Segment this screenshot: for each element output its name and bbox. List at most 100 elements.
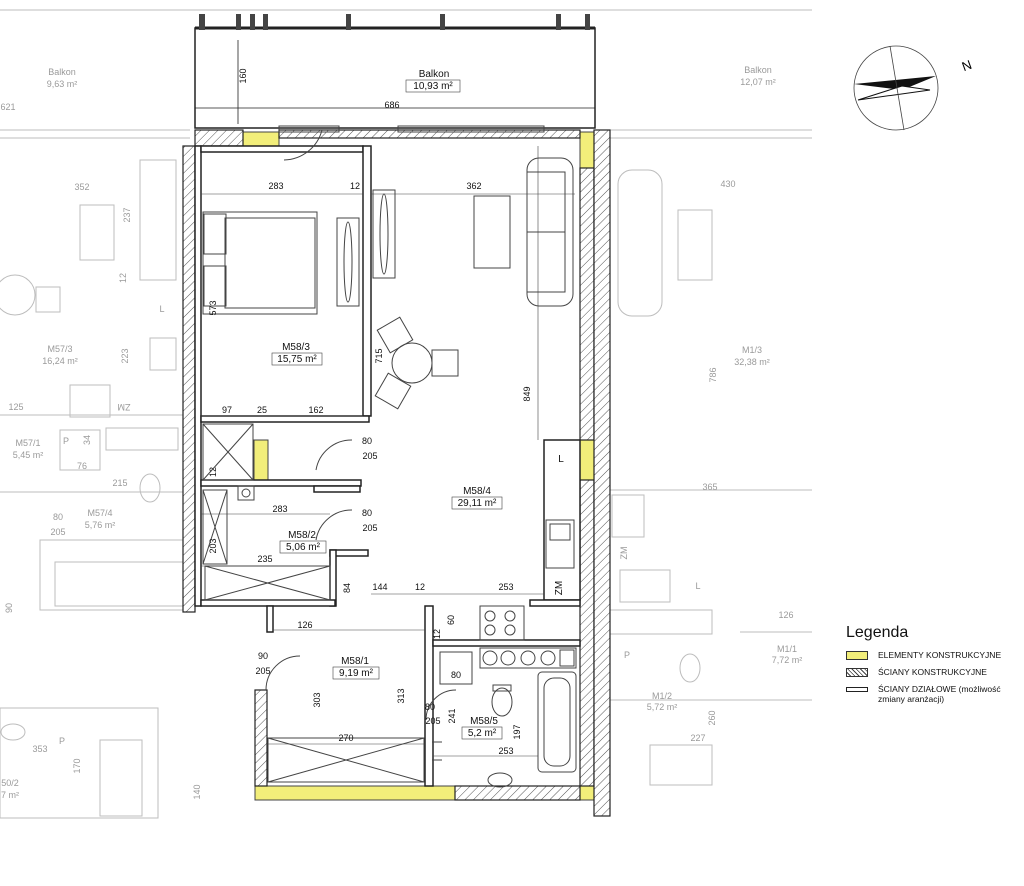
furniture	[202, 125, 577, 788]
svg-text:34: 34	[82, 435, 92, 445]
svg-text:5,2 m²: 5,2 m²	[468, 728, 497, 739]
bed	[202, 211, 318, 315]
bathtub	[537, 671, 577, 773]
svg-text:7,72 m²: 7,72 m²	[772, 655, 803, 665]
svg-text:270: 270	[338, 733, 353, 743]
svg-text:84: 84	[342, 583, 352, 593]
compass-icon	[853, 45, 939, 131]
svg-text:237: 237	[122, 207, 132, 222]
legend-label: ŚCIANY DZIAŁOWE (możliwość zmiany aranża…	[878, 684, 1001, 704]
svg-text:686: 686	[384, 100, 399, 110]
svg-text:M58/1: M58/1	[341, 656, 369, 667]
legend: Legenda ELEMENTY KONSTRUKCYJNE ŚCIANY KO…	[846, 624, 1024, 711]
svg-text:140: 140	[192, 784, 202, 799]
svg-text:12,07 m²: 12,07 m²	[740, 77, 776, 87]
svg-text:16,24 m²: 16,24 m²	[42, 356, 78, 366]
svg-text:10,93 m²: 10,93 m²	[413, 81, 453, 92]
svg-text:P: P	[59, 736, 65, 746]
fridge-label: L	[558, 454, 564, 465]
svg-text:283: 283	[272, 504, 287, 514]
sink	[487, 772, 513, 788]
svg-text:L: L	[695, 581, 700, 591]
svg-text:573: 573	[208, 300, 218, 315]
svg-text:126: 126	[297, 620, 312, 630]
svg-text:283: 283	[268, 181, 283, 191]
svg-text:ZM: ZM	[118, 402, 131, 412]
svg-text:126: 126	[778, 610, 793, 620]
svg-text:12: 12	[432, 629, 442, 639]
svg-text:203: 203	[208, 538, 218, 553]
svg-text:80: 80	[362, 436, 372, 446]
dining-table	[391, 342, 433, 384]
svg-text:430: 430	[720, 179, 735, 189]
svg-text:5,06 m²: 5,06 m²	[286, 542, 321, 553]
svg-text:260: 260	[707, 710, 717, 725]
legend-item-partition: ŚCIANY DZIAŁOWE (możliwość zmiany aranża…	[846, 684, 1024, 704]
svg-text:205: 205	[362, 523, 377, 533]
svg-text:365: 365	[702, 482, 717, 492]
svg-text:352: 352	[74, 182, 89, 192]
svg-text:L: L	[159, 304, 164, 314]
boiler-label: ZM	[554, 581, 565, 595]
washing-machine	[439, 651, 473, 685]
svg-text:15,75 m²: 15,75 m²	[277, 354, 317, 365]
dimension-lines	[201, 146, 575, 757]
svg-text:715: 715	[374, 348, 384, 363]
svg-text:205: 205	[50, 527, 65, 537]
svg-text:M1/3: M1/3	[742, 345, 762, 355]
svg-text:160: 160	[238, 68, 248, 83]
svg-text:786: 786	[708, 367, 718, 382]
svg-text:12: 12	[208, 467, 218, 477]
svg-text:241: 241	[447, 708, 457, 723]
svg-text:621: 621	[0, 102, 15, 112]
svg-text:5,76 m²: 5,76 m²	[85, 520, 116, 530]
load-bearing-walls	[182, 129, 611, 817]
svg-text:P: P	[624, 650, 630, 660]
legend-label: ELEMENTY KONSTRUKCYJNE	[878, 650, 1002, 660]
svg-text:80: 80	[362, 508, 372, 518]
svg-text:M57/1: M57/1	[15, 438, 40, 448]
hatched-swatch	[846, 668, 868, 677]
svg-text:205: 205	[255, 666, 270, 676]
partition-swatch	[846, 687, 868, 692]
svg-text:144: 144	[372, 582, 387, 592]
svg-text:9,19 m²: 9,19 m²	[339, 668, 374, 679]
svg-text:60: 60	[446, 615, 456, 625]
room-labels: M58/3 15,75 m² M58/4 29,11 m² M58/2 5,06…	[271, 69, 565, 740]
svg-text:90: 90	[258, 651, 268, 661]
svg-text:215: 215	[112, 478, 127, 488]
svg-text:125: 125	[8, 402, 23, 412]
svg-text:M58/3: M58/3	[282, 342, 310, 353]
svg-text:170: 170	[72, 758, 82, 773]
svg-text:205: 205	[362, 451, 377, 461]
svg-text:9,63 m²: 9,63 m²	[47, 79, 78, 89]
svg-text:M58/4: M58/4	[463, 486, 491, 497]
svg-text:80: 80	[425, 702, 435, 712]
dimension-texts: 686 160 283 12 362 573 97 25 162 849 715…	[208, 68, 532, 756]
room-m58-5: M58/5 5,2 m²	[461, 716, 503, 740]
legend-label: ŚCIANY KONSTRUKCYJNE	[878, 667, 987, 677]
svg-text:253: 253	[498, 746, 513, 756]
svg-text:353: 353	[32, 744, 47, 754]
svg-text:227: 227	[690, 733, 705, 743]
svg-text:7 m²: 7 m²	[1, 790, 19, 800]
svg-text:32,38 m²: 32,38 m²	[734, 357, 770, 367]
svg-text:362: 362	[466, 181, 481, 191]
coffee-table	[473, 195, 511, 269]
svg-text:12: 12	[350, 181, 360, 191]
svg-text:50/2: 50/2	[1, 778, 19, 788]
svg-text:Balkon: Balkon	[419, 69, 450, 80]
svg-text:76: 76	[77, 461, 87, 471]
svg-text:223: 223	[120, 348, 130, 363]
svg-text:Balkon: Balkon	[744, 65, 772, 75]
svg-text:90: 90	[4, 603, 14, 613]
svg-text:12: 12	[415, 582, 425, 592]
legend-item-hatched: ŚCIANY KONSTRUKCYJNE	[846, 667, 1024, 677]
neighbor-labels: Balkon 9,63 m² Balkon 12,07 m² M57/3 16,…	[0, 65, 802, 800]
structural-swatch	[846, 651, 868, 660]
svg-text:ZM: ZM	[619, 547, 629, 560]
svg-text:12: 12	[118, 273, 128, 283]
svg-text:205: 205	[425, 716, 440, 726]
svg-text:303: 303	[312, 692, 322, 707]
room-balkon: Balkon 10,93 m²	[405, 69, 461, 93]
